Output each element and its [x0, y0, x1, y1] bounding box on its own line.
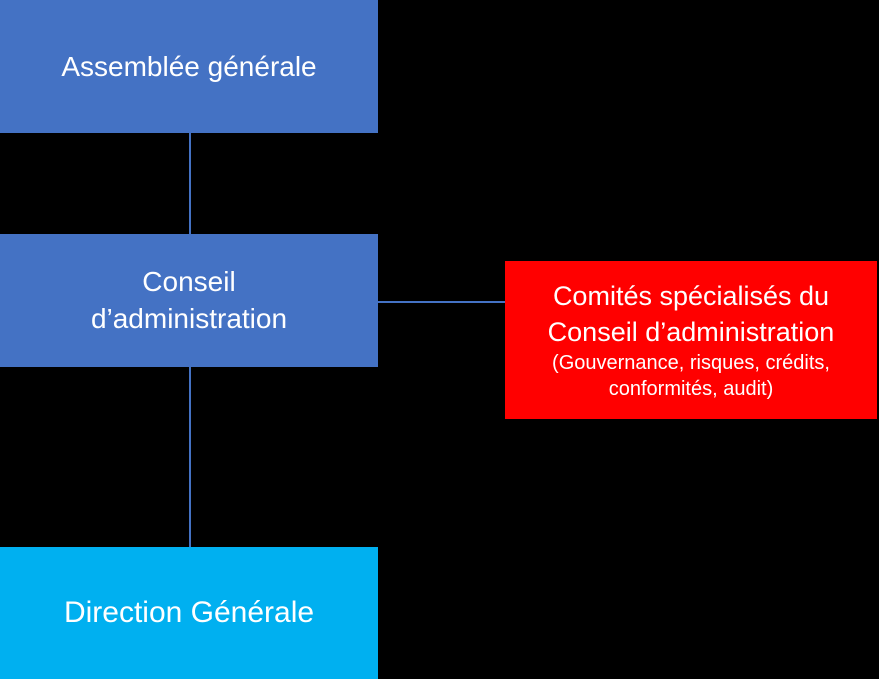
connector-assemblee-conseil	[189, 133, 191, 234]
connector-conseil-direction	[189, 367, 191, 547]
comites-specialises-box: Comités spécialisés du Conseil d’adminis…	[505, 261, 877, 419]
conseil-administration-box: Conseil d’administration	[0, 234, 378, 367]
connector-conseil-comites	[378, 301, 505, 303]
conseil-administration-label-line2: d’administration	[90, 302, 288, 334]
direction-generale-box: Direction Générale	[0, 547, 378, 679]
direction-generale-label: Direction Générale	[63, 596, 315, 629]
comites-label-line3: (Gouvernance, risques, crédits,	[552, 352, 830, 375]
conseil-administration-label-line1: Conseil	[142, 265, 236, 297]
assemblee-generale-label: Assemblée générale	[61, 50, 317, 82]
comites-label-line4: conformités, audit)	[608, 378, 774, 401]
comites-label-line1: Comités spécialisés du	[552, 280, 830, 311]
assemblee-generale-box: Assemblée générale	[0, 0, 378, 133]
comites-label-line2: Conseil d’administration	[547, 317, 835, 347]
